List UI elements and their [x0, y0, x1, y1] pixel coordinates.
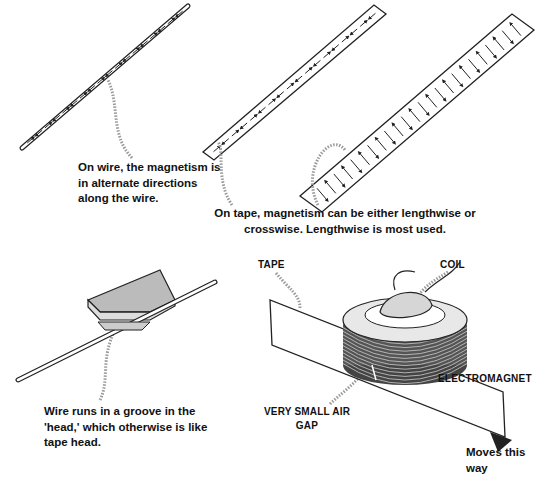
wire-head	[18, 270, 215, 380]
caption: On wire, the magnetism is in alternate d…	[78, 160, 228, 207]
direction-label: Moves this way	[466, 445, 532, 476]
tape-crosswise	[300, 14, 534, 212]
part-label: COIL	[440, 258, 490, 272]
part-label: VERY SMALL AIR GAP	[262, 405, 352, 432]
part-label: TAPE	[258, 258, 308, 272]
caption: Wire runs in a groove in the 'head,' whi…	[44, 404, 214, 451]
magnetism-arrows	[214, 13, 376, 151]
wire	[22, 6, 188, 148]
magnetism-arrows	[27, 11, 182, 143]
magnetism-arrows	[317, 23, 521, 200]
part-label: ELECTROMAGNET	[438, 372, 533, 386]
caption: On tape, magnetism can be either lengthw…	[190, 206, 500, 237]
tape-lengthwise	[203, 5, 386, 160]
